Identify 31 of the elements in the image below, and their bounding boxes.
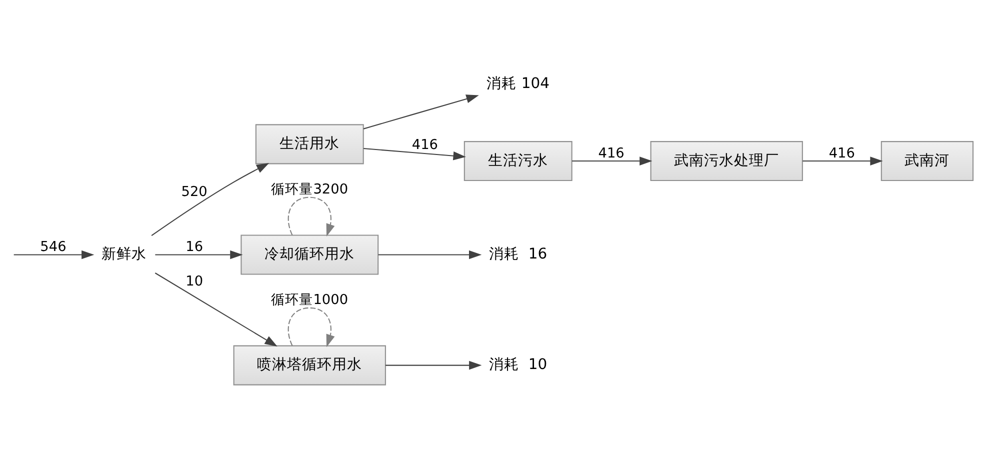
- arrow: [288, 196, 335, 237]
- arrow: [378, 250, 482, 260]
- arrow: [151, 163, 270, 236]
- edge-label: 416: [598, 145, 624, 162]
- node-text: 消耗 10: [489, 356, 548, 374]
- edge-label: 416: [412, 136, 438, 153]
- node-box: 喷淋塔循环用水: [233, 345, 386, 386]
- edge-label: 16: [186, 238, 204, 255]
- node-box: 生活用水: [255, 124, 364, 164]
- node-text: 消耗 16: [489, 246, 548, 263]
- arrow: [364, 148, 466, 160]
- edge-label: 循环量3200: [271, 182, 348, 198]
- node-box: 武南污水处理厂: [650, 141, 803, 182]
- node-box: 冷却循环用水: [240, 234, 379, 275]
- edge-label: 416: [828, 145, 855, 162]
- edge-label: 10: [186, 274, 204, 290]
- arrow: [363, 94, 479, 130]
- arrow: [154, 272, 278, 347]
- arrow: [572, 156, 652, 166]
- edge-label: 520: [181, 184, 208, 200]
- edge-label: 循环量1000: [271, 292, 348, 308]
- arrow: [386, 360, 482, 370]
- node-text: 新鲜水: [101, 246, 146, 263]
- arrow: [802, 156, 883, 166]
- node-box: 武南河: [880, 141, 974, 182]
- arrow: [288, 307, 335, 348]
- node-text: 消耗 104: [486, 75, 550, 92]
- arrow: [14, 250, 94, 260]
- node-box: 生活污水: [464, 141, 572, 182]
- edge-label: 546: [40, 238, 66, 255]
- arrow: [155, 250, 243, 260]
